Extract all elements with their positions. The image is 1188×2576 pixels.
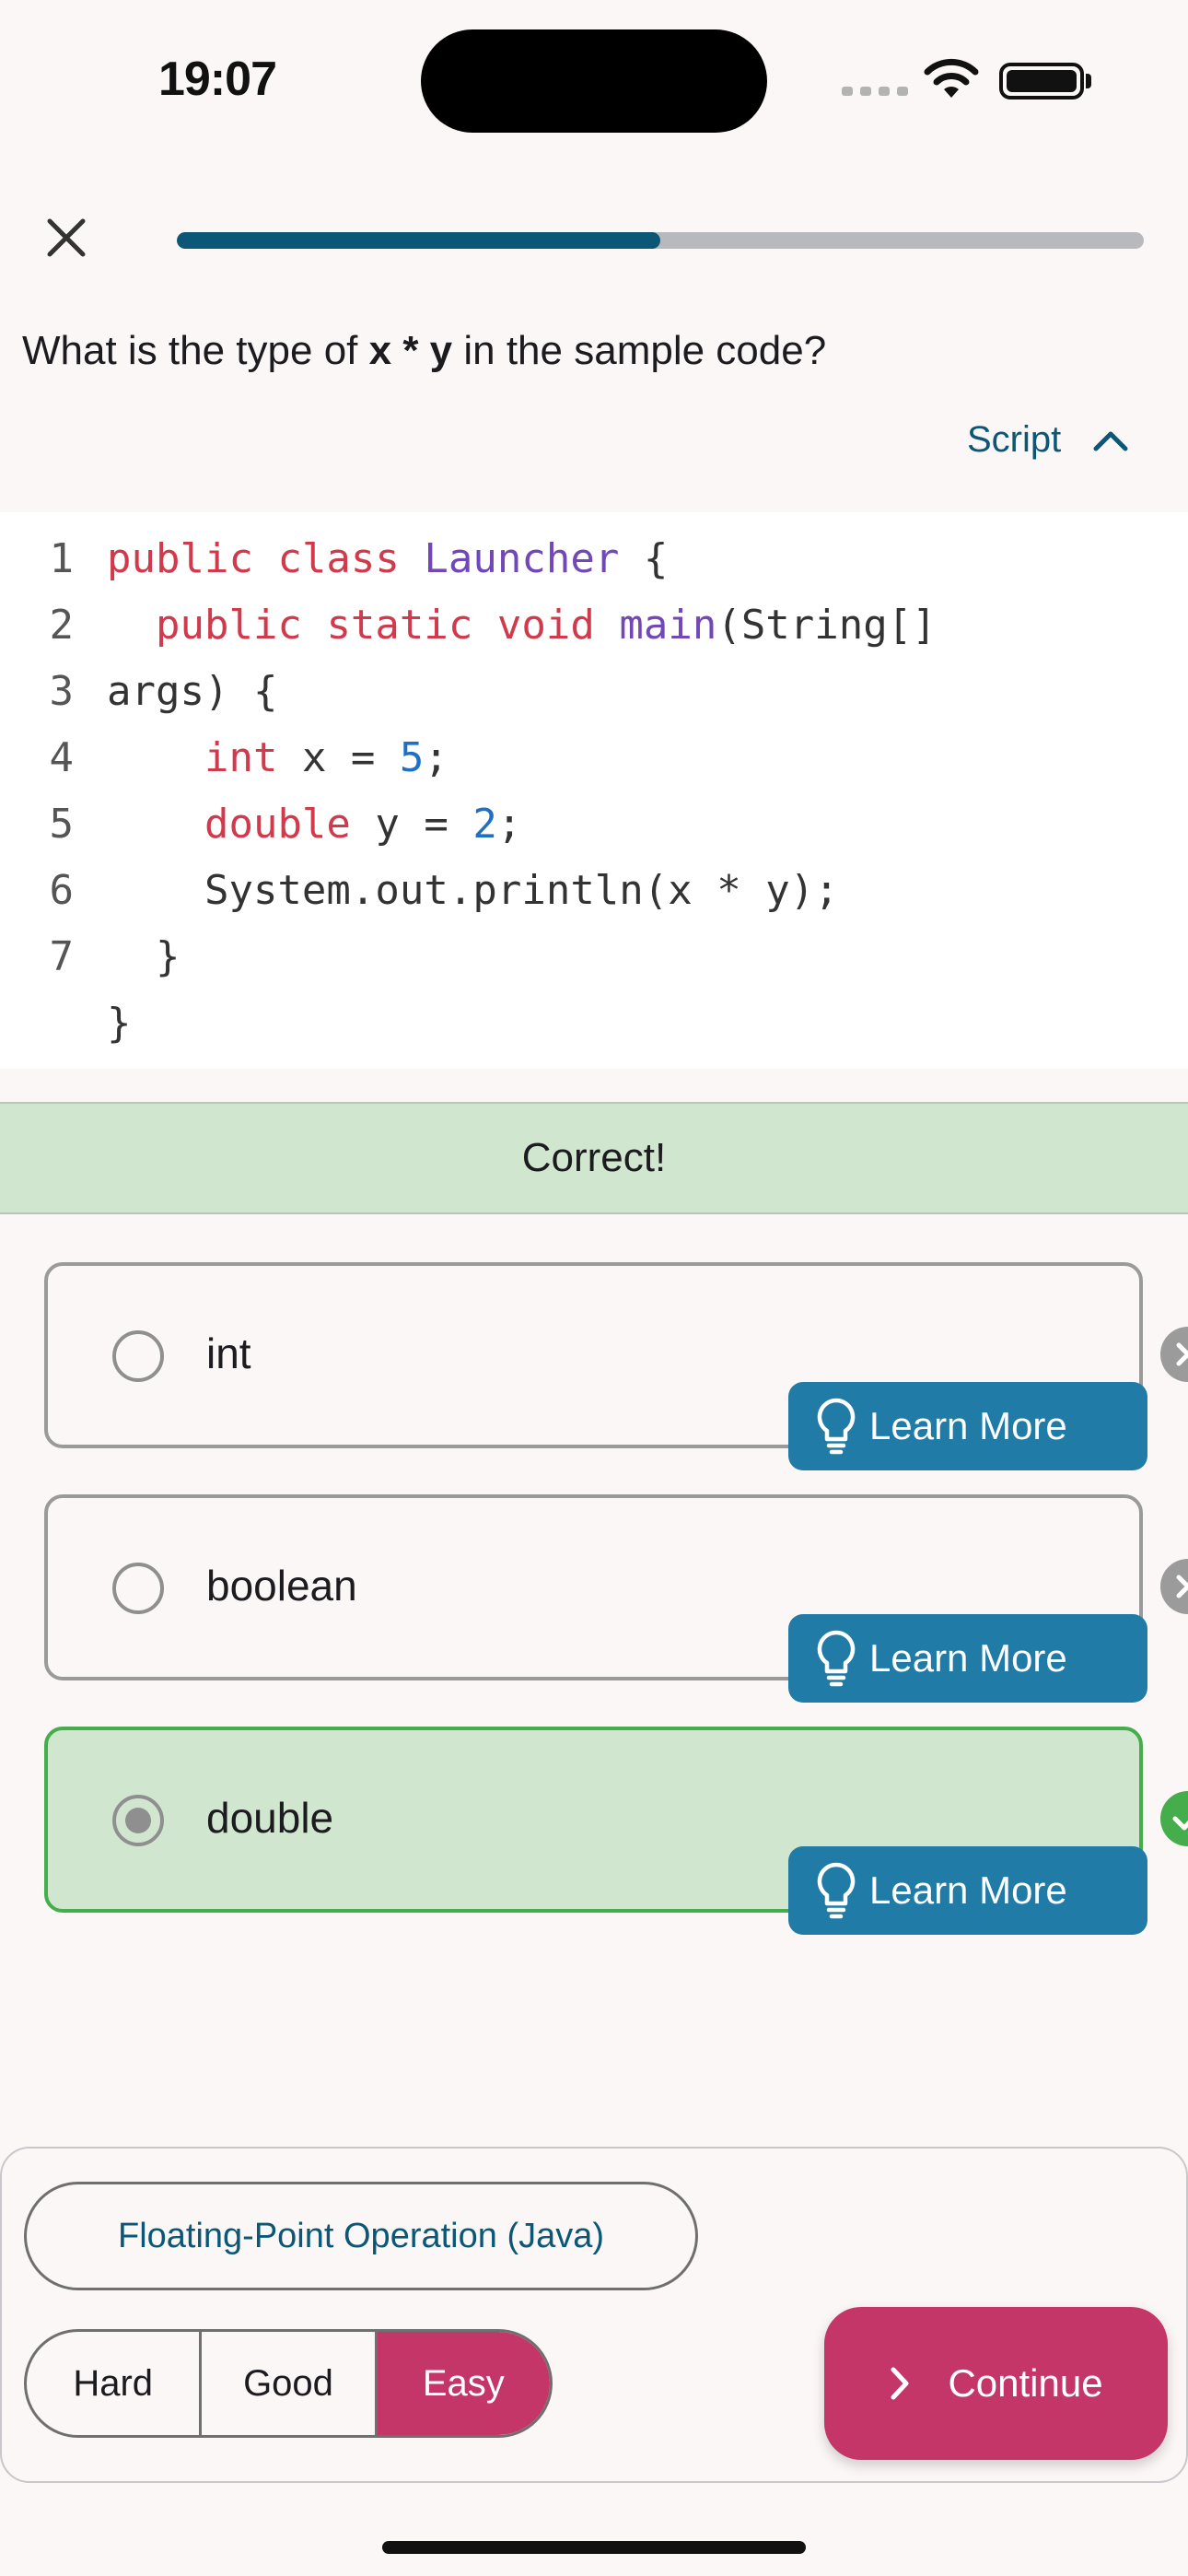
code-line: 6 System.out.println(x * y); <box>49 866 839 914</box>
battery-icon <box>999 63 1084 100</box>
lightbulb-icon <box>817 1630 856 1687</box>
lightbulb-icon <box>817 1398 856 1455</box>
code-line: 7 } <box>49 932 181 980</box>
difficulty-easy[interactable]: Easy <box>377 2332 550 2435</box>
chevron-right-icon <box>891 2367 909 2400</box>
wifi-icon <box>924 58 979 98</box>
learn-more-label: Learn More <box>869 1868 1067 1912</box>
answer-label: boolean <box>206 1562 357 1610</box>
answer-label: double <box>206 1794 334 1842</box>
learn-more-button[interactable]: Learn More <box>788 1382 1147 1470</box>
topic-chip[interactable]: Floating-Point Operation (Java) <box>24 2182 698 2290</box>
answer-label: int <box>206 1329 251 1377</box>
close-icon <box>47 218 86 257</box>
learn-more-label: Learn More <box>869 1636 1067 1680</box>
checkmark-icon <box>1160 1791 1188 1846</box>
radio-button[interactable] <box>112 1563 164 1614</box>
difficulty-good[interactable]: Good <box>202 2332 378 2435</box>
bottom-sheet: Floating-Point Operation (Java) Hard Goo… <box>0 2147 1188 2483</box>
incorrect-icon <box>1160 1327 1188 1382</box>
dynamic-island <box>421 29 767 133</box>
status-time: 19:07 <box>158 53 277 106</box>
code-line: 2 public static void main(String[] <box>49 601 937 649</box>
question-code: x * y <box>368 328 453 373</box>
question-prefix: What is the type of <box>22 328 369 373</box>
question-suffix: in the sample code? <box>452 328 827 373</box>
battery-cap <box>1086 74 1091 88</box>
script-toggle-label: Script <box>967 419 1062 460</box>
script-toggle[interactable]: Script <box>967 419 1129 461</box>
learn-more-button[interactable]: Learn More <box>788 1614 1147 1703</box>
code-line: 5 double y = 2; <box>49 800 522 848</box>
code-line: } <box>107 999 132 1047</box>
difficulty-hard[interactable]: Hard <box>27 2332 203 2435</box>
chevron-up-icon <box>1093 431 1128 451</box>
answer-option-double[interactable]: double Learn More <box>44 1727 1188 1935</box>
close-button[interactable] <box>33 205 99 271</box>
radio-button-selected[interactable] <box>112 1795 164 1846</box>
difficulty-selector: Hard Good Easy <box>24 2329 553 2438</box>
continue-label: Continue <box>948 2361 1103 2405</box>
answer-option-int[interactable]: int Learn More <box>44 1262 1188 1470</box>
lightbulb-icon <box>817 1862 856 1919</box>
learn-more-button[interactable]: Learn More <box>788 1846 1147 1935</box>
learn-more-label: Learn More <box>869 1404 1067 1447</box>
lesson-progress-bar <box>177 232 1144 249</box>
continue-button[interactable]: Continue <box>824 2307 1168 2460</box>
result-banner: Correct! <box>0 1102 1188 1214</box>
radio-button[interactable] <box>112 1330 164 1382</box>
answer-option-boolean[interactable]: boolean Learn More <box>44 1494 1188 1703</box>
incorrect-icon <box>1160 1559 1188 1614</box>
question-text: What is the type of x * y in the sample … <box>22 328 826 374</box>
progress-fill <box>177 232 660 249</box>
code-line: 4 int x = 5; <box>49 733 448 781</box>
home-indicator <box>382 2541 806 2554</box>
cellular-signal-icon <box>842 87 908 96</box>
